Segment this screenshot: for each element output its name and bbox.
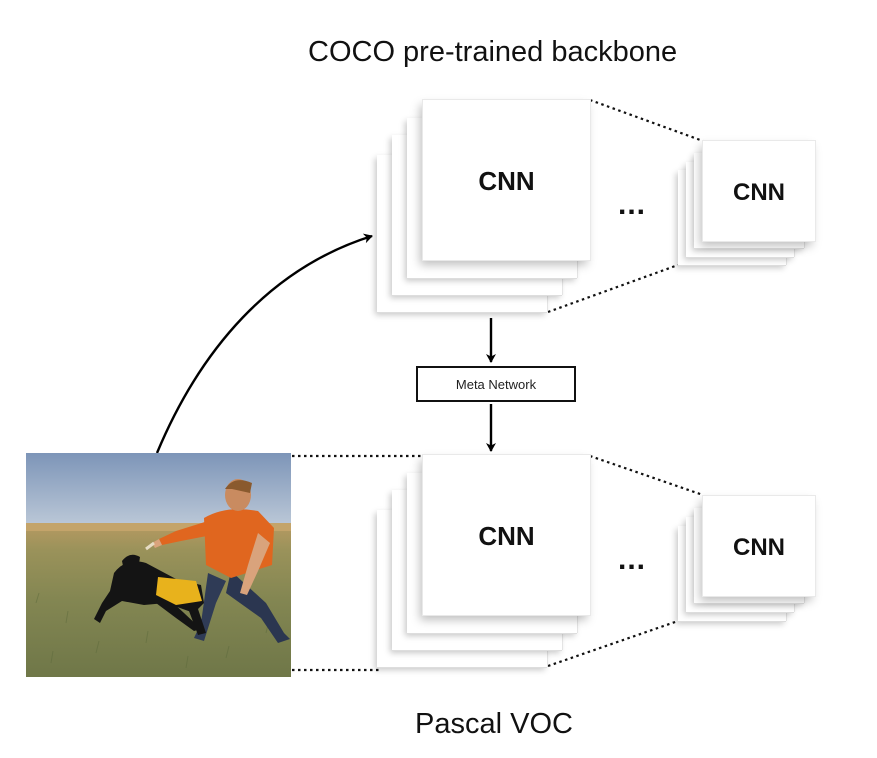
stack-front-layer: CNN <box>703 141 815 241</box>
bottom-ellipsis: ... <box>618 543 647 576</box>
stack-front-layer: CNN <box>423 455 590 615</box>
cnn-label: CNN <box>478 521 535 551</box>
cnn-label: CNN <box>733 179 785 206</box>
stack-front-layer: CNN <box>703 496 815 596</box>
bottom-dotted-line-upper <box>589 454 704 497</box>
top-title: COCO pre-trained backbone <box>308 36 678 68</box>
cnn-label: CNN <box>478 166 535 196</box>
top-dotted-line-upper <box>589 98 704 143</box>
meta-network-box: Meta Network <box>416 366 576 402</box>
photo-dog-and-man-icon <box>26 453 291 677</box>
cnn-label: CNN <box>733 534 785 561</box>
curved-arrow <box>155 233 373 454</box>
top-ellipsis: ... <box>618 188 647 221</box>
stack-front-layer: CNN <box>423 100 590 260</box>
bottom-title: Pascal VOC <box>415 708 573 740</box>
